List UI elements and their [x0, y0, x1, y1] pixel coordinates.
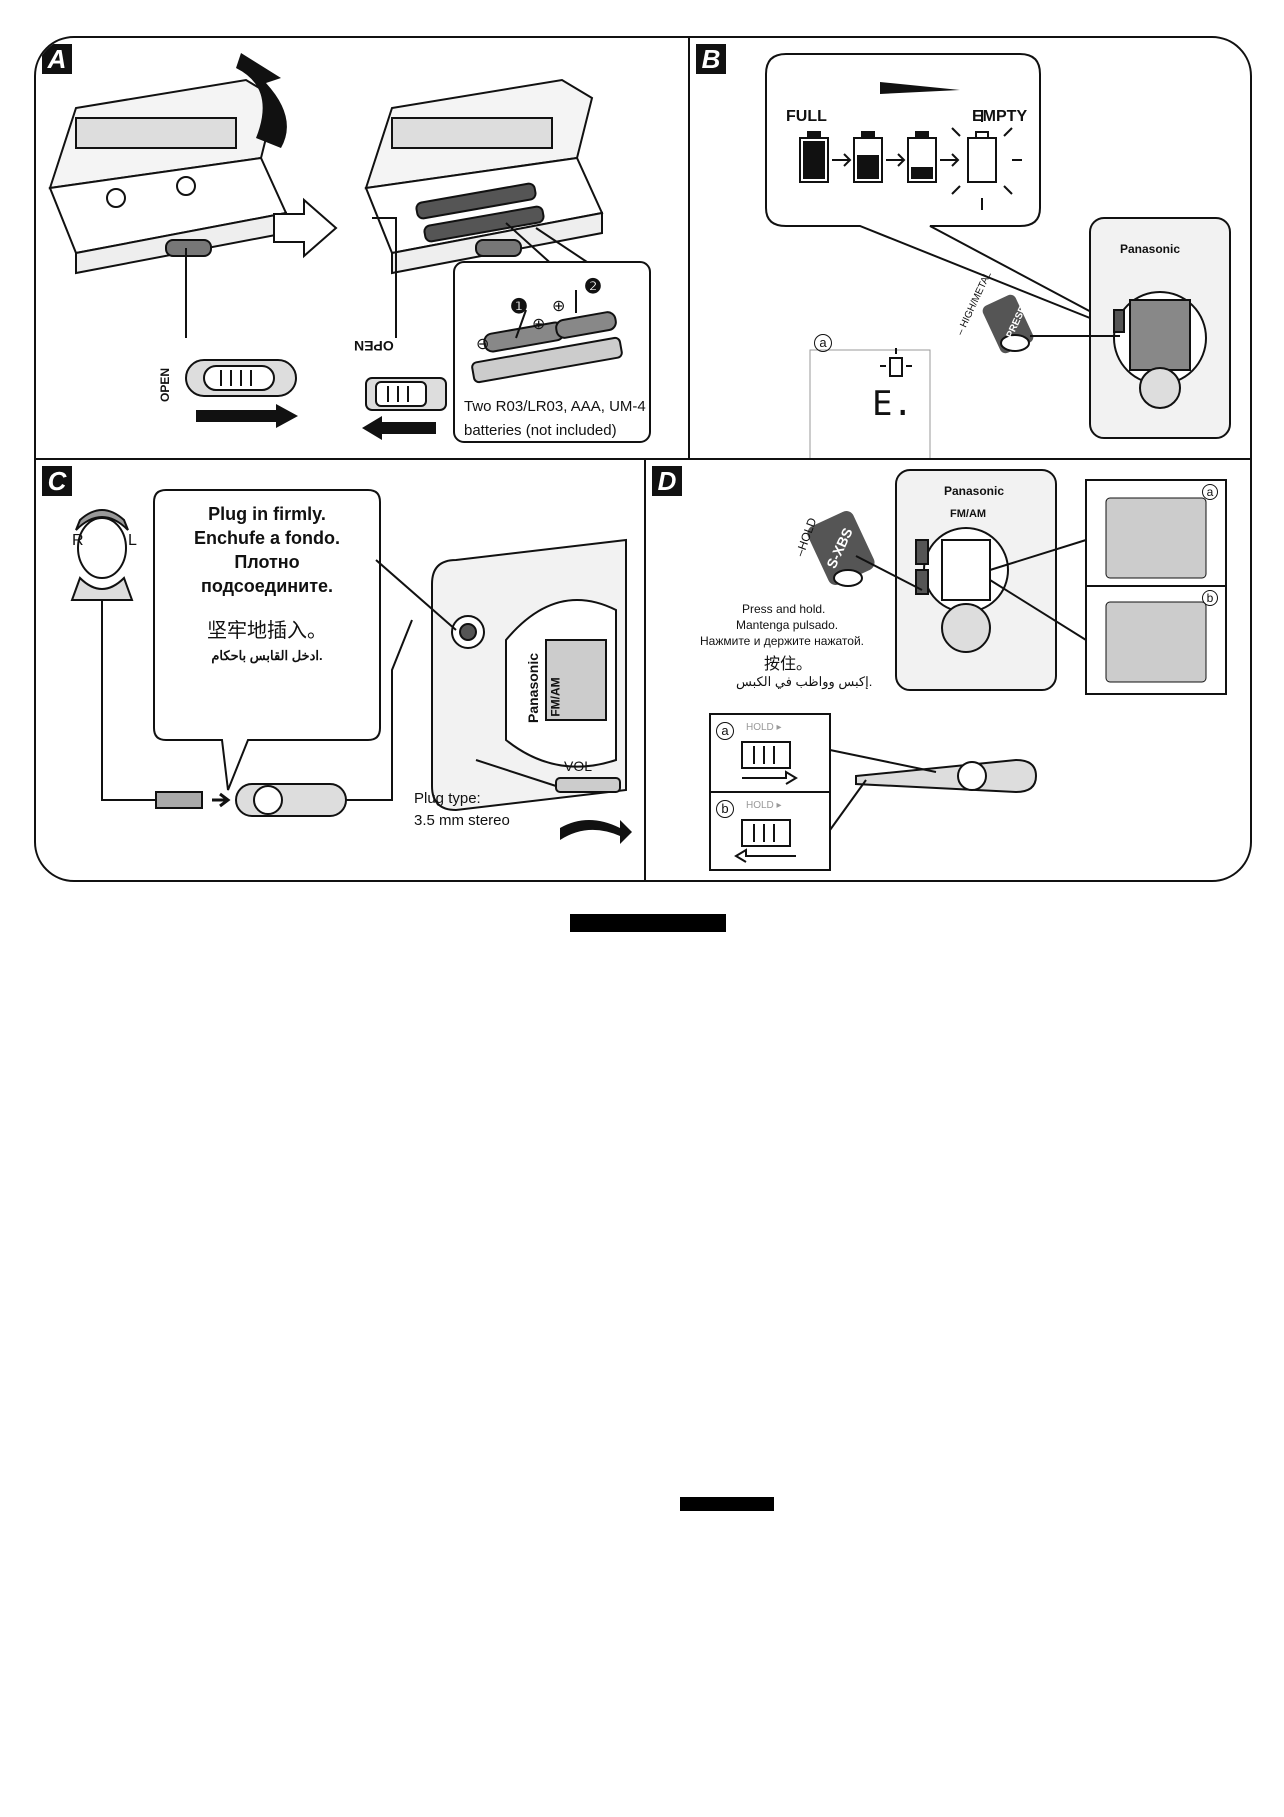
press-hold-ru: Нажмите и держите нажатой. — [700, 634, 864, 648]
cassette-open-left — [48, 78, 288, 275]
fm-am-label-d: FM/AM — [950, 508, 987, 520]
fm-am-label-c: FM/AM — [548, 677, 563, 717]
empty-label: EMPTY — [972, 108, 1028, 125]
lcd-char: E. — [872, 384, 913, 424]
panel-a-badge: A — [42, 44, 72, 74]
brand-logo-d: Panasonic — [944, 484, 1005, 498]
plug-type-label: Plug type: — [414, 790, 481, 807]
minus-sign: ⊖ — [476, 336, 490, 353]
panel-d-badge: D — [652, 466, 682, 496]
full-label: FULL — [786, 108, 827, 125]
brand-logo-c: Panasonic — [525, 652, 542, 724]
battery-full-icon — [799, 131, 829, 183]
panel-d-hold: D — [646, 460, 1250, 880]
battery-note-line1: Two R03/LR03, AAA, UM-4 — [464, 398, 646, 415]
radio-player-b — [1089, 217, 1231, 439]
press-hold-ar: إكبس وواظب في الكبس. — [736, 674, 873, 689]
sxbs-button-illustration — [807, 511, 923, 591]
plug-spec-label: 3.5 mm stereo — [414, 812, 510, 829]
divider-horizontal — [36, 458, 1250, 460]
instruction-sheet: A — [34, 36, 1252, 882]
headphone-plug — [155, 791, 203, 809]
press-hold-en: Press and hold. — [742, 602, 826, 616]
bubble-line-ru2: подсоедините. — [200, 576, 334, 596]
open-label-left: OPEN — [158, 367, 173, 403]
remote-control-d — [855, 758, 1038, 794]
battery-low-icon — [907, 131, 937, 183]
panel-c-badge: C — [42, 466, 72, 496]
hold-text-b: HOLD ▸ — [746, 800, 782, 811]
open-lid-arrow — [236, 53, 287, 148]
remote-control-c — [235, 783, 347, 817]
preset-button-illustration — [982, 294, 1120, 354]
plus-sign-1: ⊕ — [532, 316, 546, 333]
divider-top — [688, 38, 690, 458]
plug-instruction-bubble — [153, 489, 381, 791]
battery-empty-blinking-icon — [942, 110, 1022, 210]
redaction-bar-bottom — [680, 1497, 774, 1511]
battery-two-thirds-icon — [853, 131, 883, 183]
open-slider-right — [362, 377, 447, 440]
volume-dial — [555, 777, 632, 844]
lcd-display — [809, 349, 931, 458]
radio-player-c — [431, 538, 627, 812]
panel-c-illustration — [70, 489, 632, 844]
vol-label: VOL — [564, 758, 593, 774]
cassette-open-right — [364, 78, 604, 275]
plus-sign-2: ⊕ — [552, 298, 566, 315]
panel-b-badge: B — [696, 44, 726, 74]
right-ear-label: R — [72, 532, 84, 549]
panel-d-illustration — [709, 469, 1227, 871]
bubble-line-ar: ادخل القابس باحكام. — [211, 648, 323, 663]
redaction-bar-top — [570, 914, 726, 932]
battery-note-line2: batteries (not included) — [464, 422, 617, 439]
bubble-line-ru1: Плотно — [234, 552, 300, 572]
open-label-right: OPEN — [354, 338, 394, 354]
indicator-callout — [765, 53, 1141, 339]
bubble-line-en: Plug in firmly. — [208, 504, 326, 524]
open-slider-left — [185, 359, 298, 428]
next-step-arrow — [273, 197, 338, 259]
panel-a-battery-install: A — [36, 38, 688, 458]
panel-a-illustration — [48, 53, 651, 443]
panel-b-illustration — [765, 53, 1231, 458]
marker-a-b: a — [814, 334, 832, 352]
marker-b-d: b — [1202, 590, 1218, 606]
hold-marker-a: a — [716, 722, 734, 740]
panel-c-headphones: C — [36, 460, 644, 880]
left-ear-label: L — [128, 532, 137, 549]
radio-player-d — [895, 469, 1057, 691]
bubble-line-es: Enchufe a fondo. — [194, 528, 340, 548]
press-hold-zh: 按住。 — [764, 656, 813, 673]
hold-marker-b: b — [716, 800, 734, 818]
step-2-marker: ❷ — [584, 276, 602, 298]
brand-logo-b: Panasonic — [1120, 242, 1181, 256]
listener-illustration — [70, 509, 134, 601]
panel-b-battery-indicator: B — [690, 38, 1250, 458]
hold-text-a: HOLD ▸ — [746, 722, 782, 733]
divider-bottom — [644, 458, 646, 880]
marker-a-d: a — [1202, 484, 1218, 500]
batteries-illustration — [471, 290, 623, 384]
step-1-marker: ❶ — [510, 296, 528, 318]
press-hold-es: Mantenga pulsado. — [736, 618, 839, 632]
bubble-line-zh: 坚牢地插入。 — [207, 620, 327, 642]
